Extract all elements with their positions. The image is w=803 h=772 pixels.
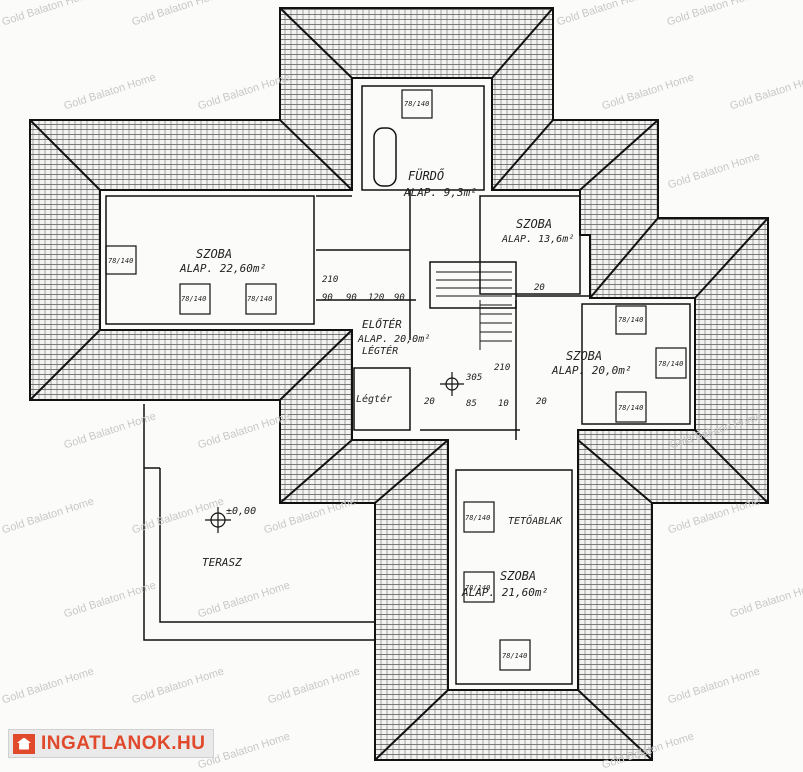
dimension-label: 85: [466, 399, 477, 409]
room-name-szoba-e: SZOBA: [566, 349, 602, 363]
dimension-label: 20: [536, 397, 547, 407]
room-walls: [105, 85, 691, 685]
room-name-szoba-ne: SZOBA: [516, 217, 552, 231]
dimension-label: 90: [346, 293, 357, 303]
room-name-szoba-s: SZOBA: [500, 569, 536, 583]
level-marker: [205, 507, 231, 533]
window-mark: 78/140: [502, 652, 527, 660]
room-area-furdo: ALAP. 9,3m²: [403, 186, 477, 199]
window-mark: 78/140: [465, 584, 490, 592]
dimension-label: 210: [322, 275, 338, 285]
room-name-furdo: FÜRDŐ: [408, 167, 445, 183]
room-area-szoba-nw: ALAP. 22,60m²: [179, 262, 266, 275]
dimension-label: 20: [534, 283, 545, 293]
window-mark: 78/140: [108, 257, 133, 265]
dimension-label: 305: [465, 373, 482, 383]
window-mark: 78/140: [465, 514, 490, 522]
room-area-szoba-s: ALAP. 21,60m²: [461, 586, 548, 599]
terrace-outline: [143, 404, 375, 641]
room-area-szoba-e: ALAP. 20,0m²: [551, 364, 631, 377]
dimension-label: 120: [368, 293, 384, 303]
room-area-szoba-ne: ALAP. 13,6m²: [501, 234, 574, 245]
window-mark: 78/140: [247, 295, 272, 303]
room-name-szoba-nw: SZOBA: [196, 247, 232, 261]
window-mark: 78/140: [404, 100, 429, 108]
window-markers: [105, 89, 687, 671]
room-name-terasz: TERASZ: [202, 556, 242, 569]
level-terasz: ±0,00: [226, 506, 256, 517]
roof-hip-lines: [29, 7, 769, 761]
window-mark: 78/140: [618, 316, 643, 324]
site-logo[interactable]: INGATLANOK.HU: [8, 729, 214, 758]
window-mark: 78/140: [618, 404, 643, 412]
room-area-eloter: ALAP. 20,0m²: [357, 334, 430, 345]
bathtub: [373, 127, 397, 187]
dimension-label: 90: [394, 293, 405, 303]
dimension-label: 10: [498, 399, 509, 409]
room-note-eloter: LÉGTÉR: [362, 344, 398, 357]
staircase: [436, 271, 512, 350]
dimension-label: 90: [322, 293, 333, 303]
window-mark: 78/140: [658, 360, 683, 368]
window-mark: 78/140: [181, 295, 206, 303]
logo-text: INGATLANOK.HU: [41, 732, 206, 754]
room-name-eloter: ELŐTÉR: [362, 317, 402, 331]
house-icon: [13, 733, 35, 754]
level-marker-hall: [440, 372, 464, 396]
label-tetoablak: TETŐABLAK: [508, 513, 563, 527]
dimension-label: 210: [494, 363, 510, 373]
dimension-label: 20: [424, 397, 435, 407]
room-name-kamra: Légtér: [356, 393, 392, 405]
